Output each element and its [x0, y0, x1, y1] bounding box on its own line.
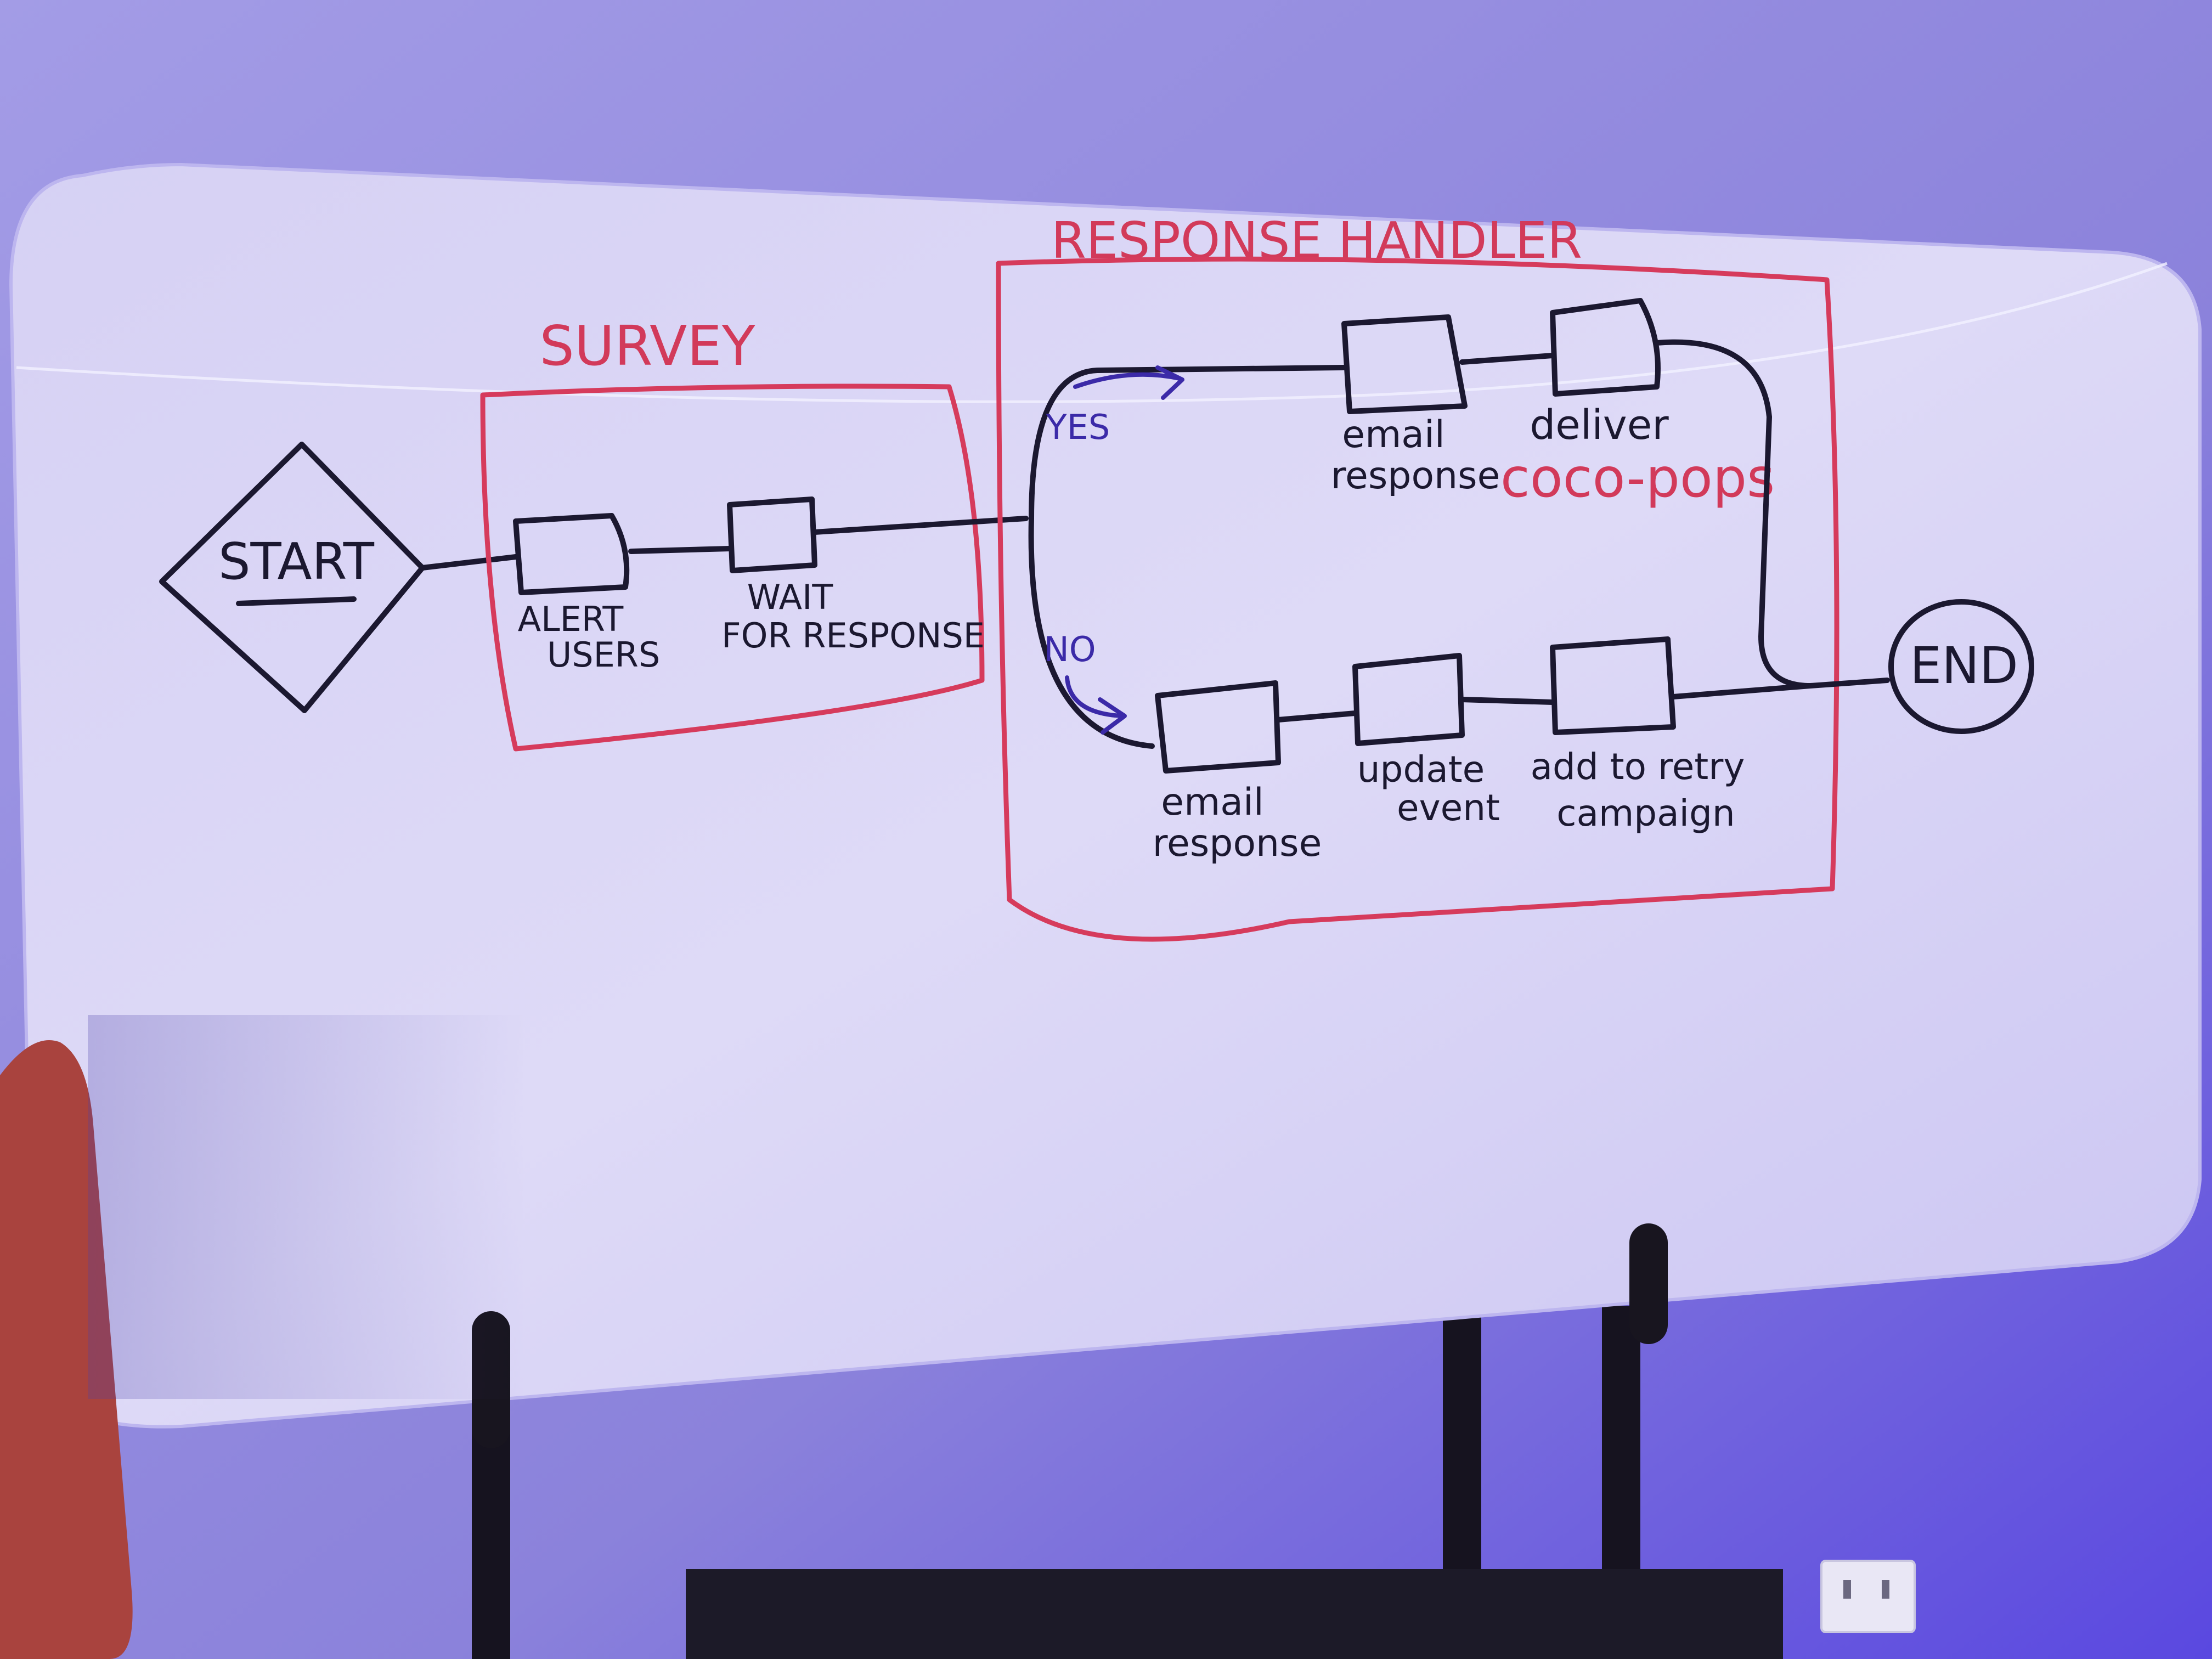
connector-no-email-update	[1276, 710, 1358, 723]
wait-for-response-label-line2: FOR RESPONSE	[721, 616, 985, 656]
end-circle	[1888, 599, 2034, 734]
yes-email-response-label-line1: email	[1342, 413, 1445, 456]
response-handler-group-border	[996, 256, 1839, 942]
wait-for-response-label-line1: WAIT	[747, 577, 834, 617]
no-arrow	[1065, 675, 1127, 735]
no-add-to-retry-box	[1550, 636, 1676, 735]
red-chair	[0, 1040, 133, 1659]
start-diamond	[159, 442, 425, 713]
no-email-response-box	[1155, 680, 1281, 774]
yes-email-response-box	[1341, 314, 1468, 414]
no-email-response-label-line2: response	[1153, 822, 1322, 865]
yes-label: YES	[1046, 407, 1110, 447]
yes-email-response-label-line2: response	[1331, 454, 1500, 498]
yes-deliver-label: deliver	[1530, 402, 1669, 449]
start-label: START	[218, 532, 375, 591]
connector-start-survey	[420, 554, 518, 571]
no-email-response-label-line1: email	[1161, 781, 1264, 824]
no-add-to-retry-label-line1: add to retry	[1531, 746, 1745, 788]
yes-coco-pops-label: coco-pops	[1500, 447, 1775, 510]
alert-users-box	[513, 513, 630, 595]
connector-alert-wait	[628, 546, 732, 554]
yes-arrow	[1073, 365, 1184, 400]
whiteboard	[9, 162, 2202, 1429]
power-outlet	[1820, 1560, 1916, 1633]
wait-for-response-box	[727, 496, 817, 573]
board-shadow	[88, 1015, 527, 1399]
survey-group-border	[480, 383, 985, 752]
no-update-event-label-line1: update	[1357, 748, 1485, 791]
no-update-event-label-line2: event	[1397, 787, 1500, 829]
connector-no-to-end	[1671, 678, 1890, 699]
no-add-to-retry-label-line2: campaign	[1556, 792, 1735, 834]
branch-split-line	[1029, 365, 1347, 521]
alert-users-label-line1: ALERT	[518, 599, 624, 639]
connector-no-update-retry	[1459, 697, 1555, 705]
start-underline	[236, 596, 357, 606]
connector-yes-to-end	[1654, 339, 1813, 689]
no-label: NO	[1043, 629, 1096, 669]
board-glare	[16, 262, 2168, 403]
connector-yes-email-deliver	[1459, 353, 1555, 365]
flow-diagram: START SURVEY ALERT USERS WAIT FOR RESPON…	[159, 211, 2034, 942]
stand-post-right	[1629, 1223, 1668, 1344]
survey-title: SURVEY	[539, 314, 755, 378]
alert-users-label-line2: USERS	[547, 635, 660, 675]
connector-survey-handler	[812, 516, 1029, 535]
branch-split-line-no	[1028, 516, 1155, 749]
end-label: END	[1910, 636, 2018, 695]
no-update-event-box	[1352, 653, 1465, 746]
